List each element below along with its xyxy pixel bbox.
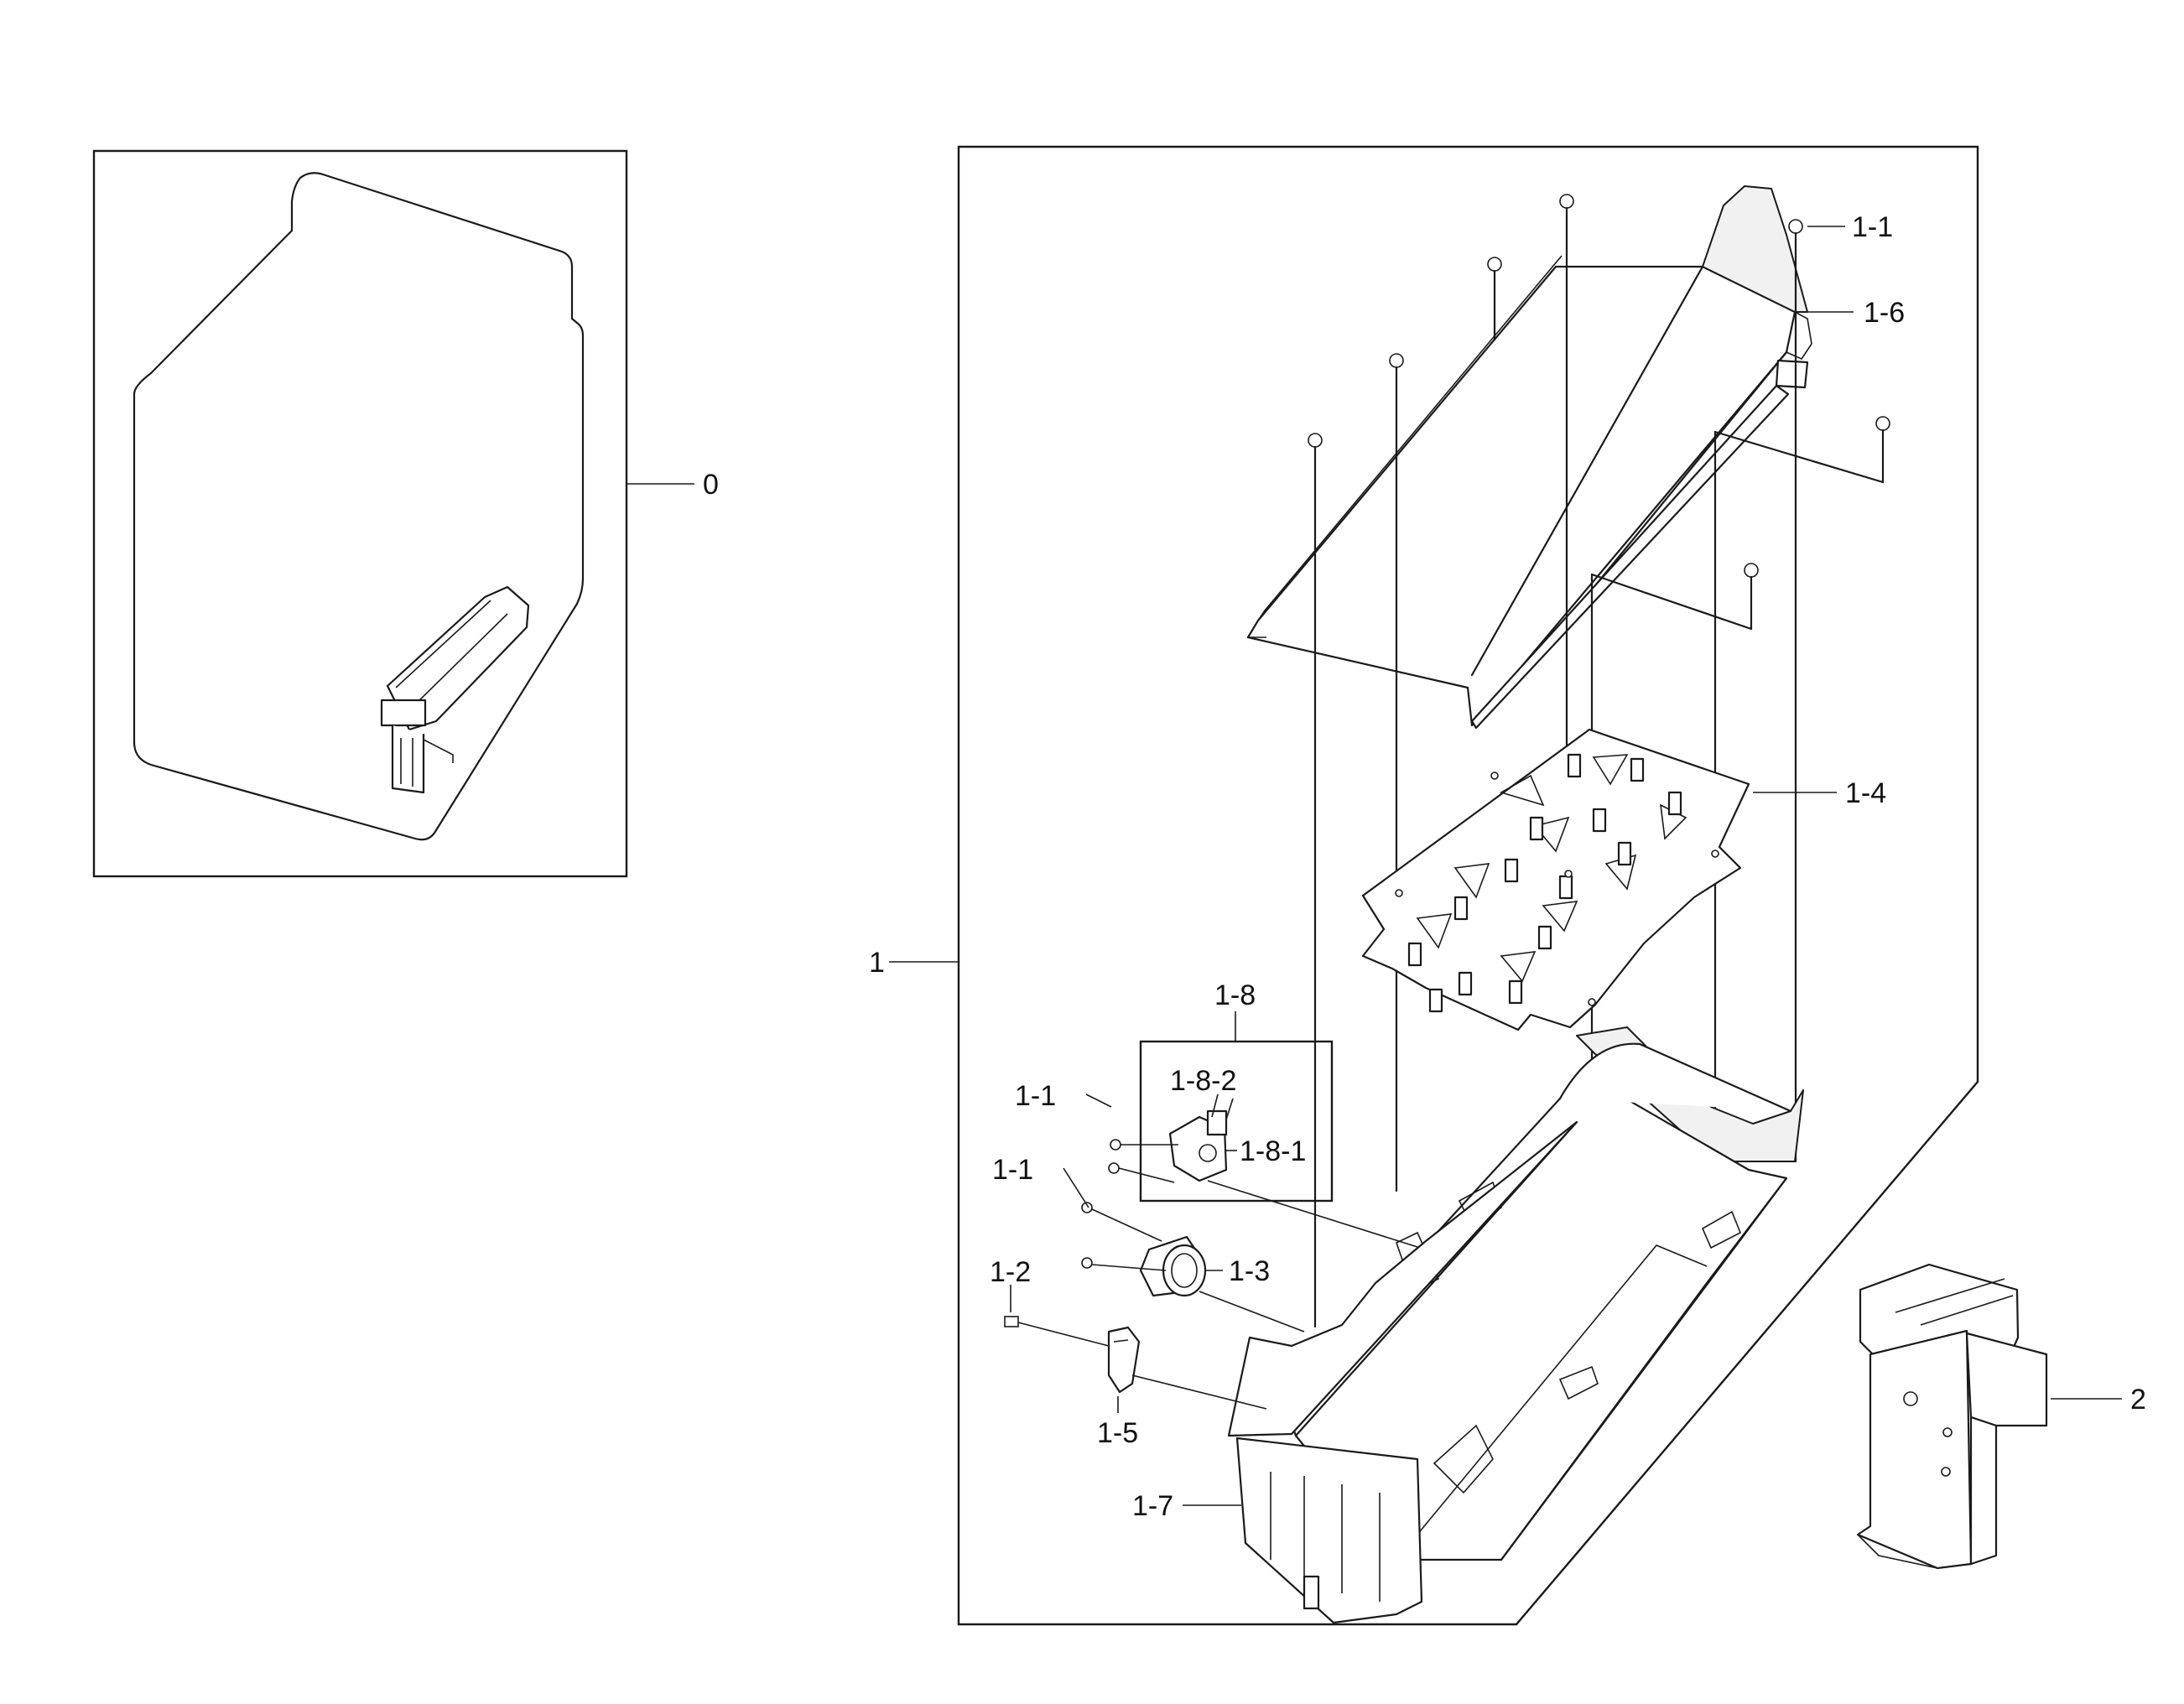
screw-icon [1108, 1162, 1175, 1183]
small-screws [1004, 1139, 1418, 1410]
label-1-1-top: 1-1 [1852, 211, 1893, 243]
label-1-2: 1-2 [990, 1256, 1031, 1288]
screw-icon [1559, 194, 1574, 257]
screw-icon [1081, 1257, 1167, 1271]
heater-duct [1227, 1026, 1804, 1624]
leader-lines [1010, 226, 2122, 1506]
screw-icon [1788, 219, 1803, 1163]
plate-holes [1395, 771, 1719, 1006]
machine-body [133, 172, 694, 841]
label-1-6: 1-6 [1864, 297, 1905, 329]
heater-cover [1246, 185, 1812, 730]
screw-icon [1487, 257, 1502, 341]
label-1-4: 1-4 [1845, 777, 1886, 809]
plate-cutouts [1416, 754, 1687, 983]
label-1-3: 1-3 [1229, 1255, 1270, 1287]
thermostat-sub-part [1168, 1098, 1234, 1182]
label-1-1-lower: 1-1 [992, 1154, 1033, 1186]
label-0: 0 [703, 469, 719, 501]
label-1-8-2: 1-8-2 [1170, 1065, 1236, 1097]
screw-icon [1713, 416, 1890, 484]
screw-icon [1004, 1316, 1110, 1347]
thermostat-group [1139, 1011, 1334, 1203]
label-1: 1 [869, 947, 885, 979]
screw-icon [1081, 1202, 1162, 1242]
labels: 0 1 1-1 1-6 1-4 1-8 1-1 1-8-2 1-8-1 1-1 … [703, 211, 2146, 1522]
screw-icon [1110, 1139, 1178, 1151]
thermo-cover [1107, 1326, 1141, 1394]
label-2: 2 [2130, 1384, 2146, 1416]
label-1-1-upper: 1-1 [1015, 1080, 1056, 1112]
screw-icon [1590, 563, 1759, 631]
label-1-8: 1-8 [1214, 979, 1256, 1011]
machine-frame [92, 149, 628, 878]
screw-icon [1308, 433, 1323, 1328]
thermostat [1139, 1235, 1207, 1297]
plate-terminals [1407, 753, 1682, 1013]
label-1-8-1: 1-8-1 [1240, 1135, 1306, 1167]
heater-frame [889, 145, 1979, 1626]
screw-icon [1389, 353, 1404, 1192]
label-1-5: 1-5 [1097, 1417, 1138, 1449]
label-1-7: 1-7 [1132, 1490, 1173, 1522]
machine-heater-mini [380, 585, 530, 794]
bracket [1856, 1263, 2048, 1570]
heater-plate [1361, 728, 1750, 1031]
